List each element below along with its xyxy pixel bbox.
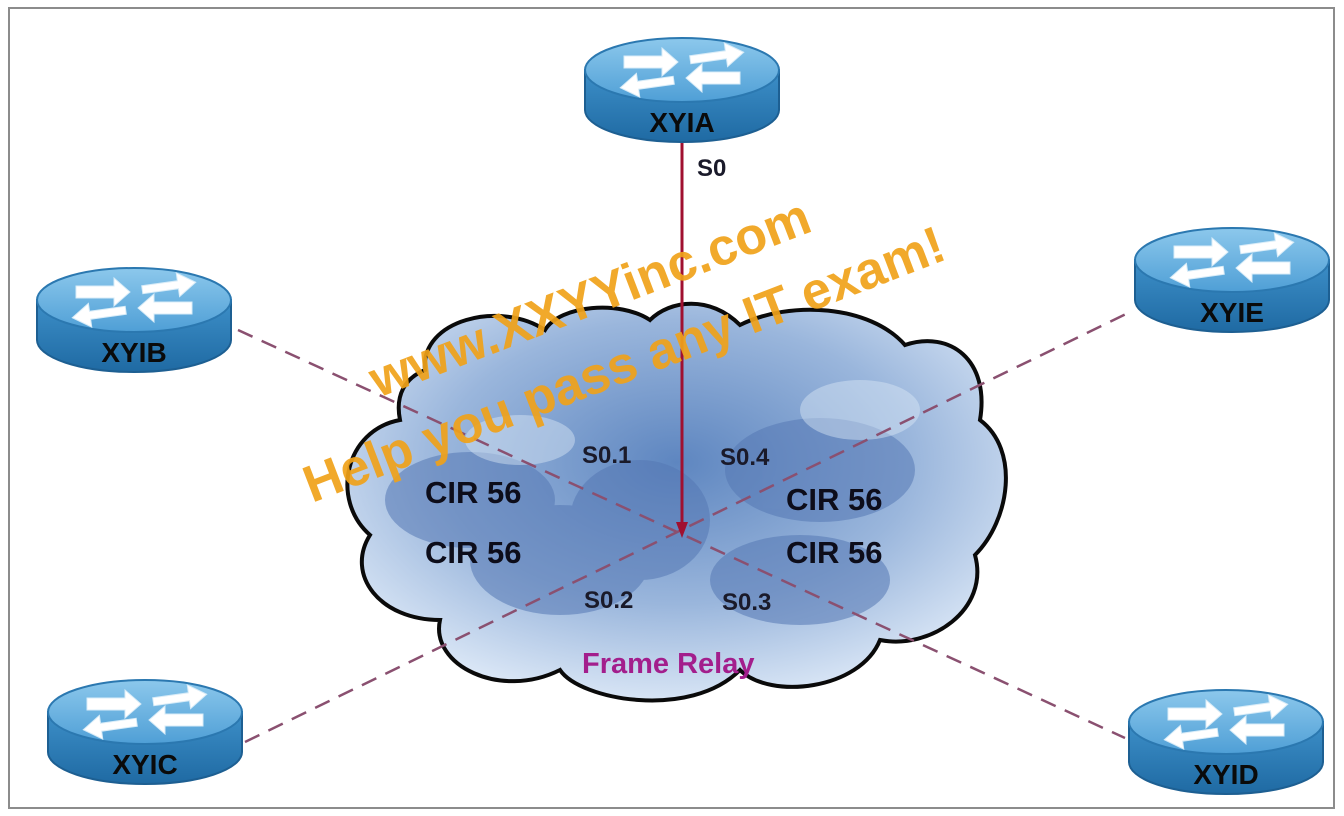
cir-label-e: CIR 56 [786, 482, 882, 517]
interface-label-s0: S0 [697, 155, 726, 182]
router-b: XYIB [36, 267, 232, 373]
cir-label-c: CIR 56 [425, 535, 521, 570]
router-e: XYIE [1134, 227, 1330, 333]
router-a: XYIA [584, 37, 780, 143]
interface-label-s03: S0.3 [722, 589, 771, 616]
interface-label-s04: S0.4 [720, 444, 770, 471]
router-name: XYIA [649, 107, 714, 138]
pvc-b-d [237, 328, 1126, 740]
pvc-c-e [244, 311, 1129, 744]
router-c: XYIC [47, 679, 243, 785]
router-d: XYID [1128, 689, 1324, 795]
router-name: XYID [1193, 759, 1258, 790]
cir-label-b: CIR 56 [425, 475, 521, 510]
trunk-arrow-head [676, 522, 688, 538]
pvc-links [237, 311, 1129, 744]
router-name: XYIB [101, 337, 166, 368]
router-name: XYIC [112, 749, 177, 780]
frame-relay-cloud-icon [345, 301, 1008, 703]
cloud-label: Frame Relay [582, 648, 755, 680]
cir-label-d: CIR 56 [786, 535, 882, 570]
interface-label-s02: S0.2 [584, 587, 633, 614]
interface-label-s01: S0.1 [582, 442, 631, 469]
router-name: XYIE [1200, 297, 1264, 328]
